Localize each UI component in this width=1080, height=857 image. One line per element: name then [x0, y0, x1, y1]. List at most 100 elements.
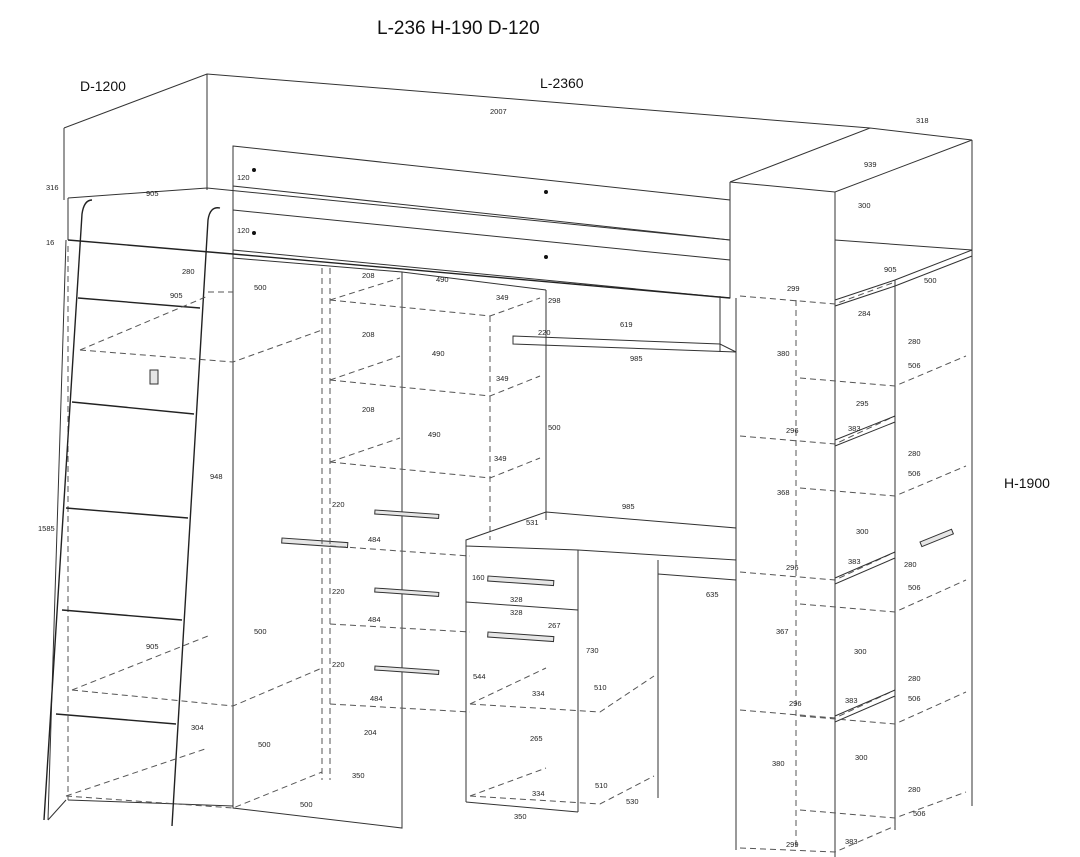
- middle-shelves: [329, 271, 547, 713]
- side-cabinet-handle: [919, 528, 955, 548]
- dim-label: 220: [332, 660, 345, 669]
- dim-label: 296: [789, 699, 802, 708]
- dim-label: 510: [595, 781, 608, 790]
- dim-label: 267: [548, 621, 561, 630]
- dim-label: 939: [864, 160, 877, 169]
- dim-label: 383: [845, 696, 858, 705]
- dim-label: 296: [786, 426, 799, 435]
- height-label: H-1900: [1004, 475, 1050, 491]
- desk-drawer-handle: [487, 575, 555, 587]
- dim-label: 300: [856, 527, 869, 536]
- dim-label: 490: [436, 275, 449, 284]
- dim-label: 531: [526, 518, 539, 527]
- dim-label: 349: [496, 374, 509, 383]
- dim-label: 544: [473, 672, 486, 681]
- right-bookcase: [149, 239, 973, 857]
- dim-label: 280: [182, 267, 195, 276]
- dim-label: 484: [368, 535, 381, 544]
- left-side-panel: [47, 239, 234, 821]
- dim-label: 905: [146, 189, 159, 198]
- dim-label: 300: [854, 647, 867, 656]
- dim-label: 905: [146, 642, 159, 651]
- dim-label: 383: [845, 837, 858, 846]
- dim-label: 296: [786, 563, 799, 572]
- dim-label: 506: [908, 361, 921, 370]
- dim-label: 383: [848, 424, 861, 433]
- dim-label: 380: [777, 349, 790, 358]
- dim-label: 500: [300, 800, 313, 809]
- dim-label: 350: [514, 812, 527, 821]
- dim-label: 208: [362, 330, 375, 339]
- product-dimensions-title: L-236 H-190 D-120: [377, 18, 540, 39]
- dim-label: 280: [908, 674, 921, 683]
- dim-label: 300: [858, 201, 871, 210]
- desk-cabinet-handle: [487, 631, 555, 643]
- dim-label: 299: [787, 284, 800, 293]
- dim-label: 2007: [490, 107, 507, 116]
- dim-label: 280: [908, 337, 921, 346]
- dim-label: 16: [46, 238, 54, 247]
- dim-label: 265: [530, 734, 543, 743]
- dim-label: 506: [913, 809, 926, 818]
- dim-label: 334: [532, 789, 545, 798]
- dim-label: 635: [706, 590, 719, 599]
- dim-label: 510: [594, 683, 607, 692]
- dim-label: 530: [626, 797, 639, 806]
- dim-label: 500: [254, 627, 267, 636]
- dimension-labels: 2007 318 939 316 16 905 120 120 300 280 …: [38, 107, 937, 849]
- dim-label: 500: [548, 423, 561, 432]
- dim-label: 985: [630, 354, 643, 363]
- dim-label: 380: [772, 759, 785, 768]
- dim-label: 295: [856, 399, 869, 408]
- dim-label: 298: [548, 296, 561, 305]
- dim-label: 985: [622, 502, 635, 511]
- dim-label: 500: [924, 276, 937, 285]
- wardrobe: [65, 257, 403, 829]
- dim-label: 383: [848, 557, 861, 566]
- dim-label: 120: [237, 226, 250, 235]
- dim-label: 280: [908, 785, 921, 794]
- dim-label: 280: [904, 560, 917, 569]
- dim-label: 1585: [38, 524, 55, 533]
- dim-label: 328: [510, 608, 523, 617]
- dim-label: 506: [908, 694, 921, 703]
- dim-label: 304: [191, 723, 204, 732]
- wardrobe-door-handle: [281, 537, 349, 549]
- dim-label: 490: [432, 349, 445, 358]
- dim-label: 316: [46, 183, 59, 192]
- dim-label: 299: [786, 840, 799, 849]
- dim-label: 208: [362, 405, 375, 414]
- dim-label: 484: [368, 615, 381, 624]
- dim-label: 284: [858, 309, 871, 318]
- dim-label: 220: [538, 328, 551, 337]
- dim-label: 905: [170, 291, 183, 300]
- depth-label: D-1200: [80, 78, 126, 94]
- dim-label: 500: [258, 740, 271, 749]
- ladder: [43, 199, 221, 827]
- dim-label: 619: [620, 320, 633, 329]
- dim-label: 208: [362, 271, 375, 280]
- dim-label: 300: [855, 753, 868, 762]
- dim-label: 905: [884, 265, 897, 274]
- dim-label: 328: [510, 595, 523, 604]
- dim-label: 484: [370, 694, 383, 703]
- dim-label: 349: [496, 293, 509, 302]
- bed-frame: [63, 73, 973, 300]
- dim-label: 948: [210, 472, 223, 481]
- dim-label: 204: [364, 728, 377, 737]
- dim-label: 730: [586, 646, 599, 655]
- dim-label: 506: [908, 469, 921, 478]
- dim-label: 368: [777, 488, 790, 497]
- ladder-hook: [149, 369, 159, 385]
- dim-label: 349: [494, 454, 507, 463]
- dim-label: 367: [776, 627, 789, 636]
- dim-label: 220: [332, 500, 345, 509]
- dim-label: 506: [908, 583, 921, 592]
- dim-label: 334: [532, 689, 545, 698]
- dim-label: 318: [916, 116, 929, 125]
- dim-label: 490: [428, 430, 441, 439]
- dim-label: 350: [352, 771, 365, 780]
- dim-label: 500: [254, 283, 267, 292]
- desk: [465, 511, 737, 813]
